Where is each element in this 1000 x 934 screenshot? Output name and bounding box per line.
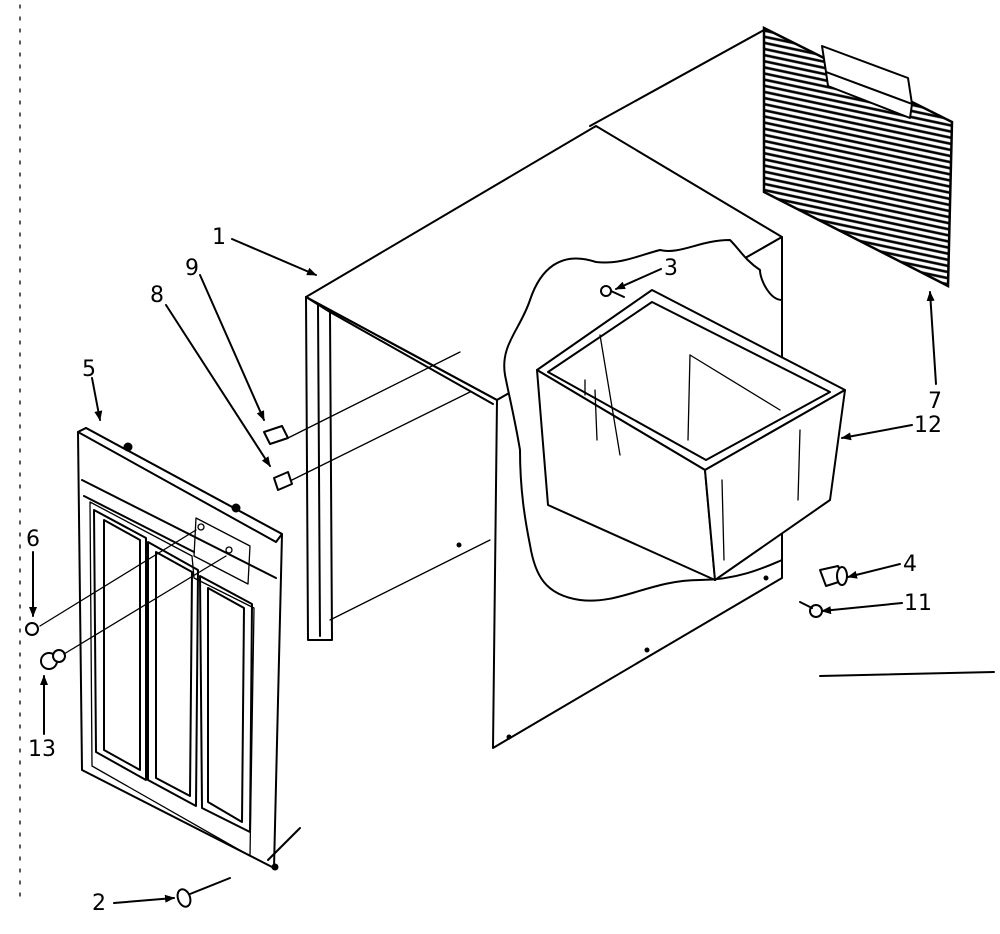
callout-labels: 1 2 3 4 5 6 7 8 9 11 12 13 xyxy=(26,225,942,916)
part-9-clip xyxy=(263,351,461,445)
part-4-plug xyxy=(819,565,848,587)
callout-1: 1 xyxy=(212,225,226,250)
callout-2: 2 xyxy=(92,891,106,916)
part-13-knob xyxy=(40,555,227,670)
callout-11: 11 xyxy=(904,591,932,616)
callout-8: 8 xyxy=(150,283,164,308)
leader-lines xyxy=(29,238,995,904)
part-8-screw xyxy=(273,391,471,491)
callout-3: 3 xyxy=(664,256,678,281)
front-panel xyxy=(77,427,301,871)
grille-panel xyxy=(589,25,954,289)
callout-4: 4 xyxy=(903,552,917,577)
part-11-screw xyxy=(799,601,823,618)
part-2-screw xyxy=(176,877,231,908)
callout-6: 6 xyxy=(26,527,40,552)
callout-9: 9 xyxy=(185,256,199,281)
callout-5: 5 xyxy=(82,357,96,382)
part-3-screw xyxy=(600,285,625,298)
tub xyxy=(536,289,846,581)
callout-13: 13 xyxy=(28,737,56,762)
part-6-washer xyxy=(25,529,197,636)
callout-7: 7 xyxy=(928,389,942,414)
callout-12: 12 xyxy=(914,413,942,438)
